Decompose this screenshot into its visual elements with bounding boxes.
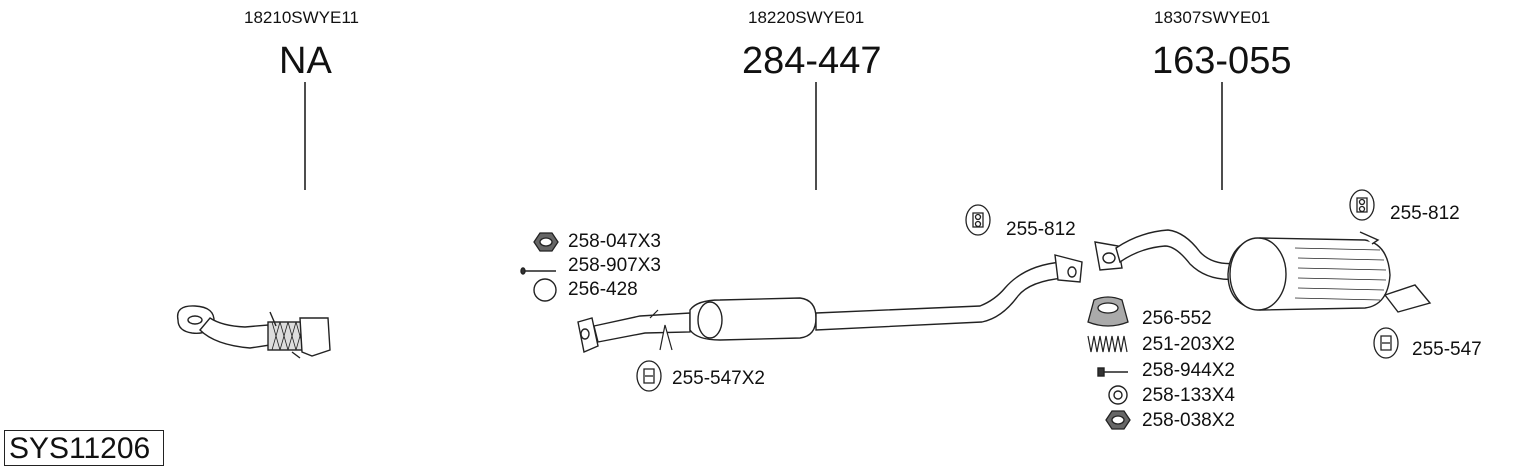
oem-number-1: 18210SWYE11 bbox=[244, 8, 359, 27]
hanger-label: 255-547X2 bbox=[672, 368, 765, 389]
system-code-box: SYS11206 bbox=[4, 430, 164, 466]
bolt-icon-1 bbox=[520, 267, 556, 275]
rubber-hanger-icon-1 bbox=[965, 204, 991, 236]
accessory-label: 258-944X2 bbox=[1142, 360, 1235, 381]
rubber-hanger-icon-3 bbox=[636, 360, 662, 392]
ring-icon-1 bbox=[533, 278, 557, 302]
washer-icon-1 bbox=[1108, 385, 1128, 405]
hanger-label: 255-812 bbox=[1006, 219, 1076, 240]
center-muffler-drawing bbox=[577, 254, 1083, 353]
spring-icon-1 bbox=[1087, 335, 1128, 353]
rubber-hanger-icon-2 bbox=[1349, 189, 1375, 221]
part-number-2: 284-447 bbox=[742, 40, 882, 82]
nut-icon-1 bbox=[533, 232, 559, 252]
hanger-label: 255-812 bbox=[1390, 203, 1460, 224]
front-pipe-drawing bbox=[176, 305, 331, 359]
rear-muffler-drawing bbox=[1094, 229, 1432, 313]
part-number-3: 163-055 bbox=[1152, 40, 1292, 82]
accessory-label: 258-907X3 bbox=[568, 255, 661, 276]
accessory-label: 258-038X2 bbox=[1142, 410, 1235, 431]
oem-number-3: 18307SWYE01 bbox=[1154, 8, 1271, 27]
bolt-icon-2 bbox=[1097, 367, 1128, 377]
accessory-label: 258-047X3 bbox=[568, 231, 661, 252]
accessory-label: 251-203X2 bbox=[1142, 334, 1235, 355]
oem-number-2: 18220SWYE01 bbox=[748, 8, 865, 27]
accessory-label: 258-133X4 bbox=[1142, 385, 1235, 406]
rubber-hanger-icon-4 bbox=[1373, 327, 1399, 359]
accessory-label: 256-552 bbox=[1142, 308, 1212, 329]
accessory-label: 256-428 bbox=[568, 279, 638, 300]
hanger-label: 255-547 bbox=[1412, 339, 1482, 360]
gasket-ring-icon-1 bbox=[1087, 296, 1129, 327]
part-number-1: NA bbox=[279, 40, 332, 82]
nut-icon-2 bbox=[1105, 410, 1131, 430]
